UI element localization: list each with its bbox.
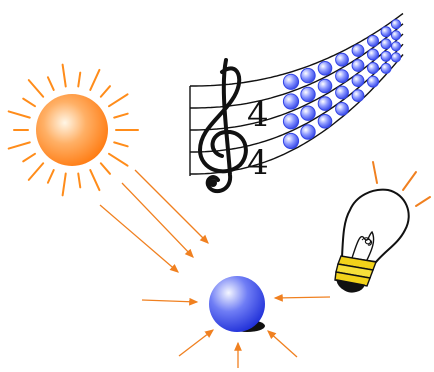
light-bulb-icon [335, 162, 430, 292]
sphere-ball [209, 276, 265, 332]
sphere-icon [209, 276, 265, 332]
note-dot [301, 68, 315, 82]
bulb-base [335, 256, 376, 292]
note-dot [368, 76, 379, 87]
note-dot [368, 49, 379, 60]
sun-ray [23, 154, 35, 162]
note-dot [336, 103, 349, 116]
sunlight-arrow [122, 183, 193, 257]
note-dot [381, 39, 391, 49]
sunlight-arrow [135, 170, 208, 243]
note-dot [301, 106, 315, 120]
sun-ray [48, 170, 54, 183]
sun-ray [90, 70, 99, 90]
sunlight-arrows [100, 170, 208, 272]
note-dot [381, 63, 391, 73]
note-dot [391, 31, 400, 40]
note-dot [318, 79, 332, 93]
note-dot [336, 70, 349, 83]
sun-disc [36, 94, 108, 166]
sun-ray [63, 65, 66, 87]
sun-ray [29, 163, 43, 180]
sun-ray [48, 77, 54, 90]
note-dot [301, 87, 315, 101]
note-dot [352, 90, 364, 102]
music-staff-icon: 4 4 [190, 14, 403, 192]
sun-ray [29, 80, 43, 97]
time-signature-bottom: 4 [247, 143, 269, 183]
ambient-arrow [179, 330, 213, 356]
sun-ray [78, 73, 80, 87]
note-dot [352, 60, 364, 72]
note-dot [283, 133, 298, 148]
note-dot [301, 125, 315, 139]
sun-ray [78, 174, 80, 188]
note-dot [352, 75, 364, 87]
sun-ray [9, 142, 30, 148]
sun-ray [23, 99, 35, 107]
note-dot [368, 63, 379, 74]
note-dot [283, 94, 298, 109]
sun-ray [9, 111, 30, 117]
sun-ray [109, 94, 128, 106]
sun-ray [114, 142, 127, 146]
ambient-arrow [142, 300, 197, 302]
sun-ray [114, 114, 127, 118]
note-dot [318, 62, 332, 76]
note-dot [318, 115, 332, 129]
sun-ray [101, 163, 110, 174]
note-dot [318, 97, 332, 111]
note-dot [283, 74, 298, 89]
sun-icon [9, 65, 138, 196]
note-dot [368, 35, 379, 46]
bulb-glass [342, 190, 409, 262]
note-dot [381, 27, 391, 37]
note-dot [352, 45, 364, 57]
sun-ray [109, 154, 128, 166]
bulb-ray [373, 162, 377, 183]
sun-ray [101, 86, 110, 97]
sunlight-arrow [100, 205, 178, 272]
bulb-ray [403, 172, 416, 190]
time-signature-top: 4 [247, 95, 269, 135]
bulb-ray [416, 197, 430, 206]
note-dot [391, 20, 400, 29]
note-dot [391, 53, 400, 62]
ambient-arrow [268, 331, 297, 357]
note-dot [336, 53, 349, 66]
sun-ray [63, 174, 66, 196]
note-dot [381, 51, 391, 61]
note-dot [336, 86, 349, 99]
note-dot [391, 42, 400, 51]
treble-clef-dot [209, 179, 217, 187]
note-dot [283, 114, 298, 129]
bulb-light-arrow [275, 297, 330, 298]
sun-ray [90, 170, 99, 190]
